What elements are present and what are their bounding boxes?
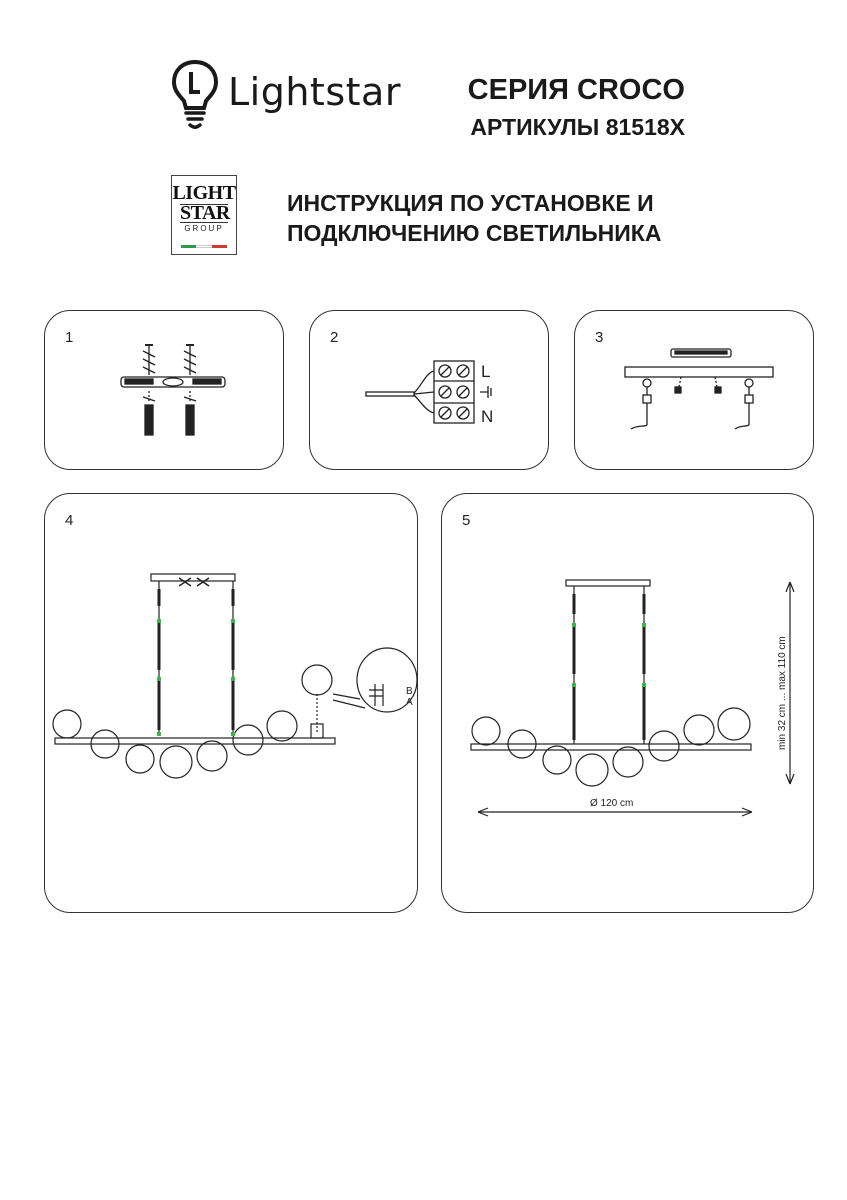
articles-subtitle: АРТИКУЛЫ 81518X (470, 114, 685, 140)
part-label-b: B (406, 686, 413, 697)
canopy-attachment-diagram (624, 348, 774, 430)
assembly-diagram: B A (52, 573, 418, 779)
step-4-panel: 4 (44, 493, 418, 913)
series-title: СЕРИЯ CROCO (467, 74, 685, 106)
lightstar-group-logo: LIGHT STAR GROUP (171, 175, 237, 255)
height-range-label: min 32 cm ... max 110 cm (777, 636, 788, 750)
step-3-panel: 3 (574, 310, 814, 470)
bulb-logo-icon (171, 59, 219, 129)
step-5-number: 5 (462, 512, 471, 529)
step-2-panel: 2 L N (309, 310, 549, 470)
step-1-panel: 1 (44, 310, 284, 470)
step-4-number: 4 (65, 512, 74, 529)
mounting-bracket-screws-diagram (120, 344, 226, 436)
step-3-number: 3 (595, 329, 604, 346)
group-logo-line1: LIGHT (172, 182, 236, 204)
diameter-label: Ø 120 cm (590, 798, 633, 809)
instruction-title-line1: ИНСТРУКЦИЯ ПО УСТАНОВКЕ И (287, 190, 654, 216)
terminal-label-n: N (481, 407, 493, 426)
instruction-title: ИНСТРУКЦИЯ ПО УСТАНОВКЕ И ПОДКЛЮЧЕНИЮ СВ… (287, 188, 661, 248)
step-2-number: 2 (330, 329, 339, 346)
part-label-a: A (406, 697, 413, 708)
step-5-panel: 5 (441, 493, 814, 913)
brand-logo: Lightstar (170, 58, 410, 130)
terminal-block-wiring-diagram: L N (365, 360, 493, 426)
terminal-label-l: L (481, 362, 490, 381)
step-1-number: 1 (65, 329, 74, 346)
group-logo-line3: GROUP (184, 224, 224, 233)
instruction-title-line2: ПОДКЛЮЧЕНИЮ СВЕТИЛЬНИКА (287, 220, 662, 246)
group-logo-line2: STAR (180, 202, 230, 224)
dimensions-diagram: Ø 120 cm min 32 cm ... max 110 cm (470, 579, 795, 817)
brand-name: Lightstar (228, 70, 401, 114)
italian-flag-stripe (181, 245, 227, 248)
